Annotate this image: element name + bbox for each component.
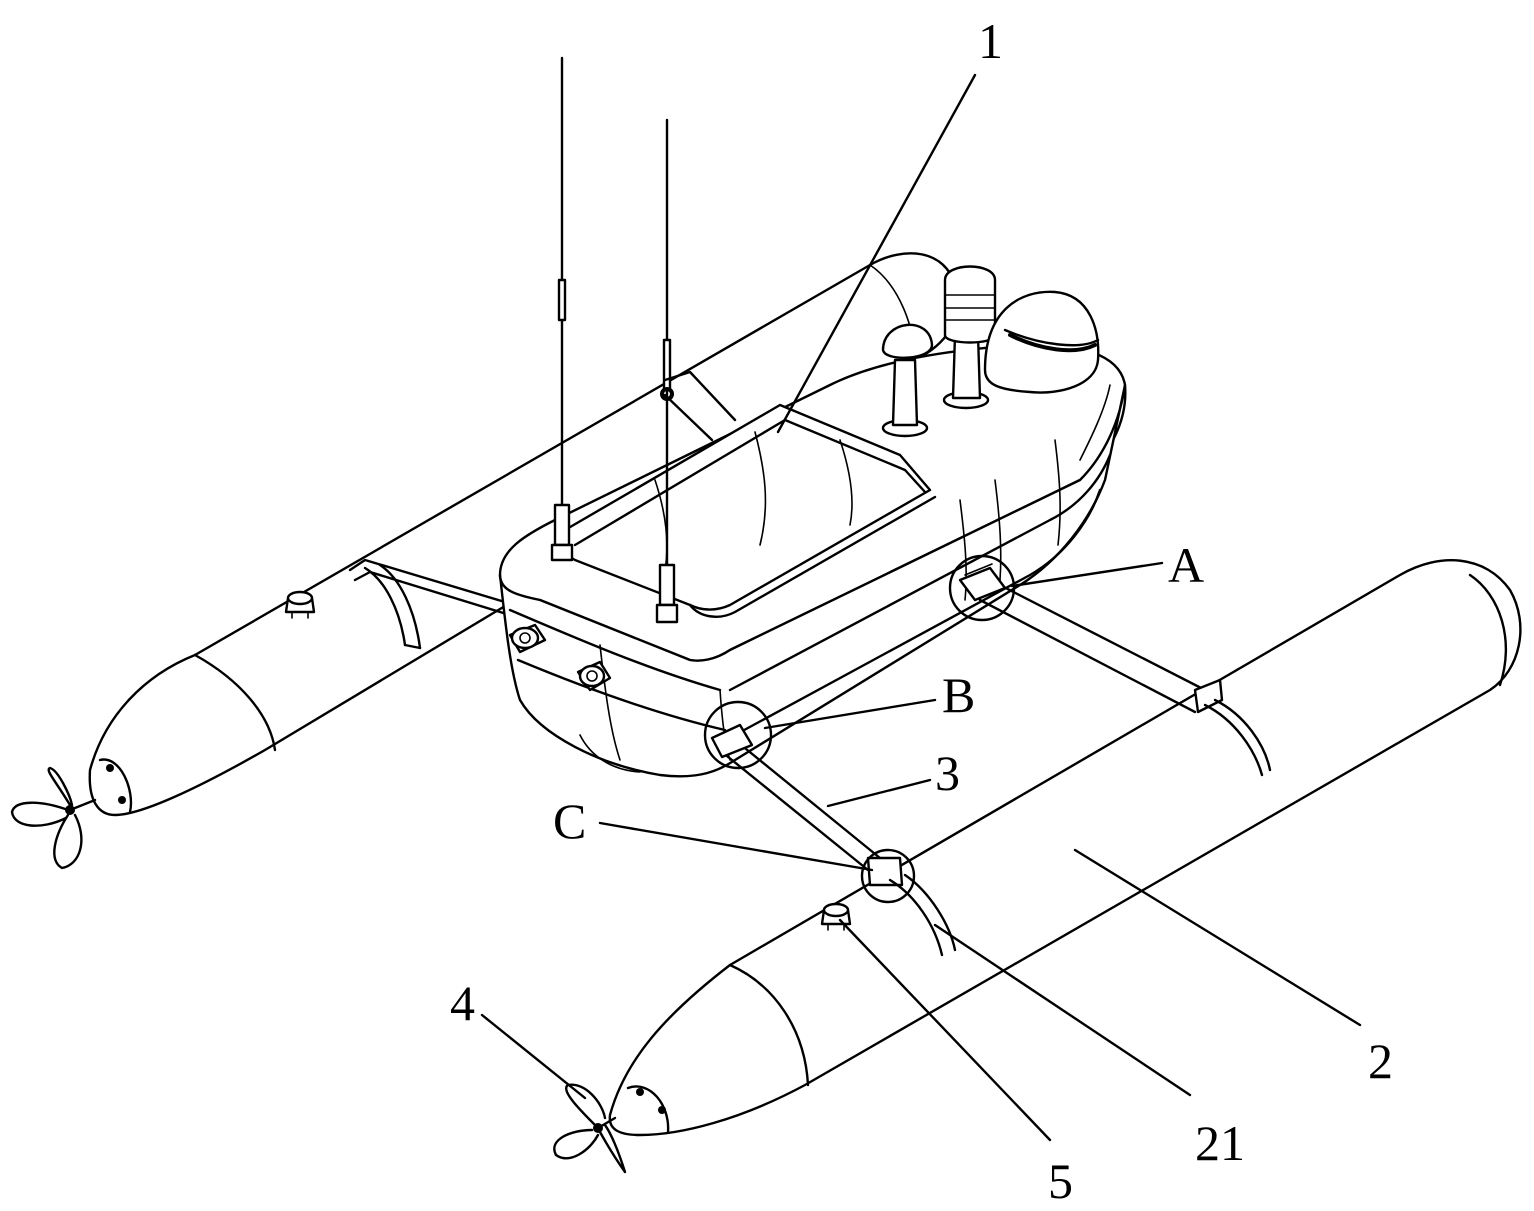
label-main-hull: 1 bbox=[978, 13, 1003, 69]
label-propeller: 4 bbox=[450, 975, 475, 1031]
label-float: 2 bbox=[1368, 1033, 1393, 1089]
propeller-left-icon bbox=[12, 768, 95, 868]
radar-dome-icon bbox=[985, 292, 1098, 393]
label-detail-b: B bbox=[942, 667, 975, 723]
label-detail-c: C bbox=[553, 793, 586, 849]
label-connecting-rod: 3 bbox=[935, 745, 960, 801]
label-fitting: 5 bbox=[1048, 1153, 1073, 1209]
label-float-bracket: 21 bbox=[1195, 1115, 1245, 1171]
label-detail-a: A bbox=[1168, 537, 1204, 593]
